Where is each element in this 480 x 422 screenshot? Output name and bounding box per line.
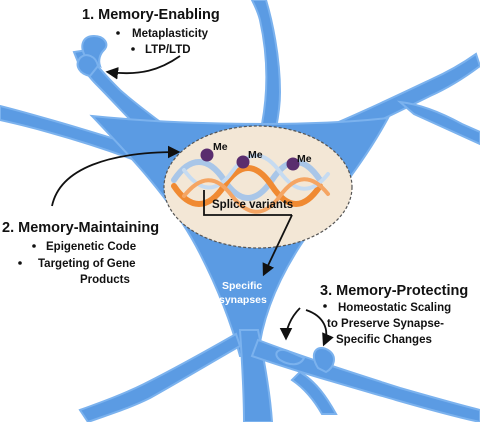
specific-synapses-label: Specific synapses xyxy=(219,280,267,306)
arrow-protecting-to-spine-left xyxy=(279,307,301,341)
section-1-item-2: LTP/LTD xyxy=(145,44,191,56)
process-lower-right xyxy=(250,338,480,422)
methyl-label-1: Me xyxy=(213,141,228,153)
section-1-bullet-1 xyxy=(116,31,120,35)
dna-strand-orange-b xyxy=(182,177,330,214)
section-2-bullet-1 xyxy=(32,244,36,248)
lower-spine-left xyxy=(275,348,306,366)
section-memory-enabling: 1. Memory-Enabling Metaplasticity LTP/LT… xyxy=(82,7,220,56)
nucleus: Me Me Me Splice variants xyxy=(163,125,353,249)
section-2-item-1: Epigenetic Code xyxy=(46,241,136,253)
specific-synapses-line-2: synapses xyxy=(219,294,267,306)
specific-synapses-line-1: Specific xyxy=(222,280,262,292)
section-1-bullet-2 xyxy=(131,47,135,51)
process-bottom-right xyxy=(290,370,338,415)
dna-strand-orange-a xyxy=(171,165,323,207)
arrows xyxy=(51,55,334,347)
dendrite-top xyxy=(250,0,282,130)
splice-variants-label: Splice variants xyxy=(212,199,293,211)
section-2-item-2: Targeting of Gene xyxy=(38,258,136,270)
section-3-item-3: Specific Changes xyxy=(336,334,432,346)
dendrite-left xyxy=(0,104,151,168)
dna-strand-blue-b xyxy=(182,153,330,191)
methyl-group-3 xyxy=(286,157,300,171)
lower-spine-right xyxy=(312,347,335,374)
methyl-label-3: Me xyxy=(297,153,312,165)
process-lower-left xyxy=(78,332,242,422)
arrow-splice-to-synapses xyxy=(262,214,293,277)
section-3-item-1: Homeostatic Scaling xyxy=(338,302,451,314)
methyl-group-2 xyxy=(236,155,250,169)
section-2-bullet-2 xyxy=(18,261,22,265)
section-3-title: 3. Memory-Protecting xyxy=(320,283,468,299)
section-memory-maintaining: 2. Memory-Maintaining Epigenetic Code Ta… xyxy=(2,220,159,286)
methyl-label-2: Me xyxy=(248,149,263,161)
section-3-bullet-1 xyxy=(323,304,327,308)
arrow-maintaining-to-nucleus xyxy=(51,145,181,207)
arrow-protecting-to-spine-right xyxy=(305,309,334,347)
section-memory-protecting: 3. Memory-Protecting Homeostatic Scaling… xyxy=(320,283,468,346)
section-1-item-1: Metaplasticity xyxy=(132,28,209,40)
dendrite-branch-right xyxy=(396,100,480,146)
section-3-item-2: to Preserve Synapse- xyxy=(327,318,444,330)
arrow-enabling-to-spine xyxy=(105,55,181,80)
methyl-group-1 xyxy=(200,148,214,162)
dendrite-spine-lower xyxy=(76,54,100,78)
section-2-title: 2. Memory-Maintaining xyxy=(2,220,159,236)
section-1-title: 1. Memory-Enabling xyxy=(82,7,220,23)
splice-variants-bracket xyxy=(203,190,292,216)
section-2-item-3: Products xyxy=(80,274,130,286)
